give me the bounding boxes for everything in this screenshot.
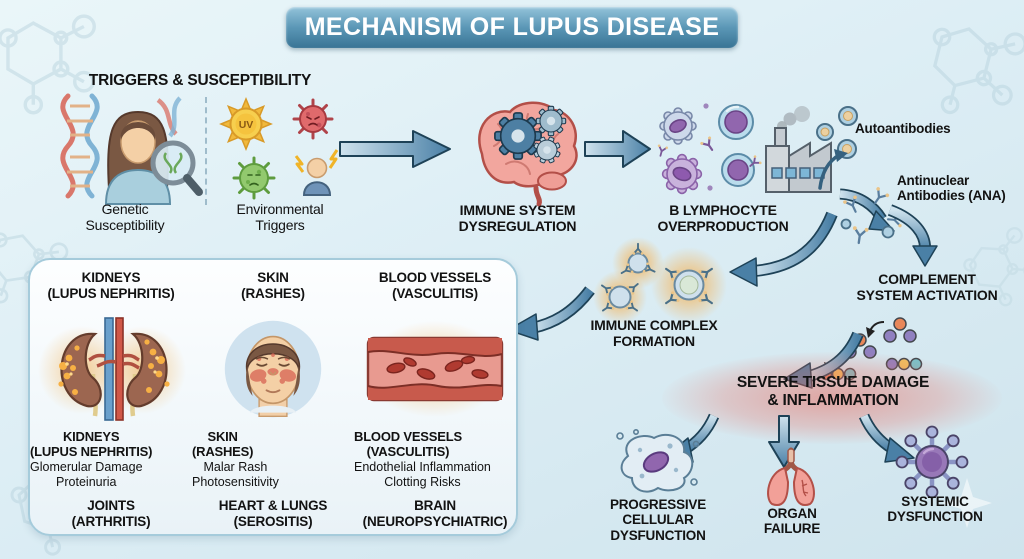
- triggers-heading: TRIGGERS & SUSCEPTIBILITY: [88, 72, 312, 89]
- page-title: MECHANISM OF LUPUS DISEASE: [304, 13, 720, 41]
- uv-label: UV: [239, 119, 254, 131]
- progressive-cellular-label: PROGRESSIVE CELLULAR DYSFUNCTION: [609, 497, 707, 543]
- brain-neuro-label: BRAIN (NEUROPSYCHIATRIC): [362, 498, 508, 529]
- autoantibodies-label: Autoantibodies: [855, 121, 951, 136]
- sparkle-icon: [942, 478, 992, 528]
- arrow-curved-icon: [729, 211, 838, 287]
- title-banner: MECHANISM OF LUPUS DISEASE: [286, 7, 738, 48]
- arrow-right-icon: [339, 130, 451, 168]
- kidneys-details: Glomerular Damage Proteinuria: [30, 460, 143, 490]
- organ-damage-panel: KIDNEYS (LUPUS NEPHRITIS) SKIN (RASHES) …: [28, 258, 518, 536]
- kidneys-detail-block: KIDNEYS (LUPUS NEPHRITIS) Glomerular Dam…: [30, 422, 192, 498]
- immune-complex-icon: [593, 237, 727, 324]
- arrow-curved-icon: [858, 413, 915, 463]
- section-divider: [205, 97, 207, 205]
- kidneys-icon: [38, 317, 186, 421]
- inflammation-glow: [662, 352, 1002, 444]
- immune-dysregulation-label: IMMUNE SYSTEM DYSREGULATION: [458, 202, 577, 234]
- skin-details: Malar Rash Photosensitivity: [192, 460, 279, 490]
- kidneys-header: KIDNEYS (LUPUS NEPHRITIS): [47, 270, 175, 301]
- genetic-susceptibility-icon: [60, 93, 203, 205]
- molecule-decoration-icon: [915, 13, 1024, 128]
- blood-vessel-icon: [363, 321, 507, 417]
- skin-detail-block: SKIN (RASHES) Malar Rash Photosensitivit…: [192, 422, 354, 498]
- heart-lungs-label: HEART & LUNGS (SEROSITIS): [218, 498, 328, 529]
- systemic-virus-icon: [895, 425, 969, 499]
- severe-damage-label: SEVERE TISSUE DAMAGE & INFLAMMATION: [736, 374, 930, 409]
- ana-antibodies-icon: [840, 185, 904, 246]
- kidneys-title: KIDNEYS (LUPUS NEPHRITIS): [30, 428, 153, 459]
- skin-title: SKIN (RASHES): [192, 428, 254, 459]
- skin-header: SKIN (RASHES): [241, 270, 305, 301]
- brain-gears-icon: [478, 101, 578, 207]
- blood-vessels-detail-block: BLOOD VESSELS (VASCULITIS) Endothelial I…: [354, 422, 516, 498]
- arrow-curved-icon: [887, 204, 938, 267]
- arrow-right-icon: [584, 130, 651, 168]
- genetic-label: Genetic Susceptibility: [85, 201, 165, 233]
- lungs-icon: [767, 447, 815, 506]
- environmental-triggers-icon: UV: [219, 97, 339, 200]
- b-lymphocyte-label: B LYMPHOCYTE OVERPRODUCTION: [657, 202, 789, 234]
- blood-vessels-title: BLOOD VESSELS (VASCULITIS): [354, 428, 462, 459]
- systemic-dysfunction-label: SYSTEMIC DYSFUNCTION: [887, 494, 983, 525]
- damaged-cell-icon: [616, 428, 700, 493]
- blood-vessels-details: Endothelial Inflammation Clotting Risks: [354, 460, 491, 490]
- autoantibodies-icon: [816, 106, 858, 159]
- joints-label: JOINTS (ARTHRITIS): [71, 498, 151, 529]
- arrow-curved-icon: [507, 286, 595, 341]
- environmental-label: Environmental Triggers: [236, 201, 324, 233]
- ana-label: Antinuclear Antibodies (ANA): [897, 173, 1006, 204]
- organ-failure-label: ORGAN FAILURE: [763, 506, 821, 537]
- b-lymphocyte-cells-icon: [654, 103, 764, 195]
- immune-complex-label: IMMUNE COMPLEX FORMATION: [590, 317, 718, 349]
- malar-rash-face-icon: [224, 320, 322, 418]
- blood-vessels-header: BLOOD VESSELS (VASCULITIS): [378, 270, 492, 301]
- arrow-curved-icon: [818, 149, 848, 190]
- complement-label: COMPLEMENT SYSTEM ACTIVATION: [856, 271, 998, 303]
